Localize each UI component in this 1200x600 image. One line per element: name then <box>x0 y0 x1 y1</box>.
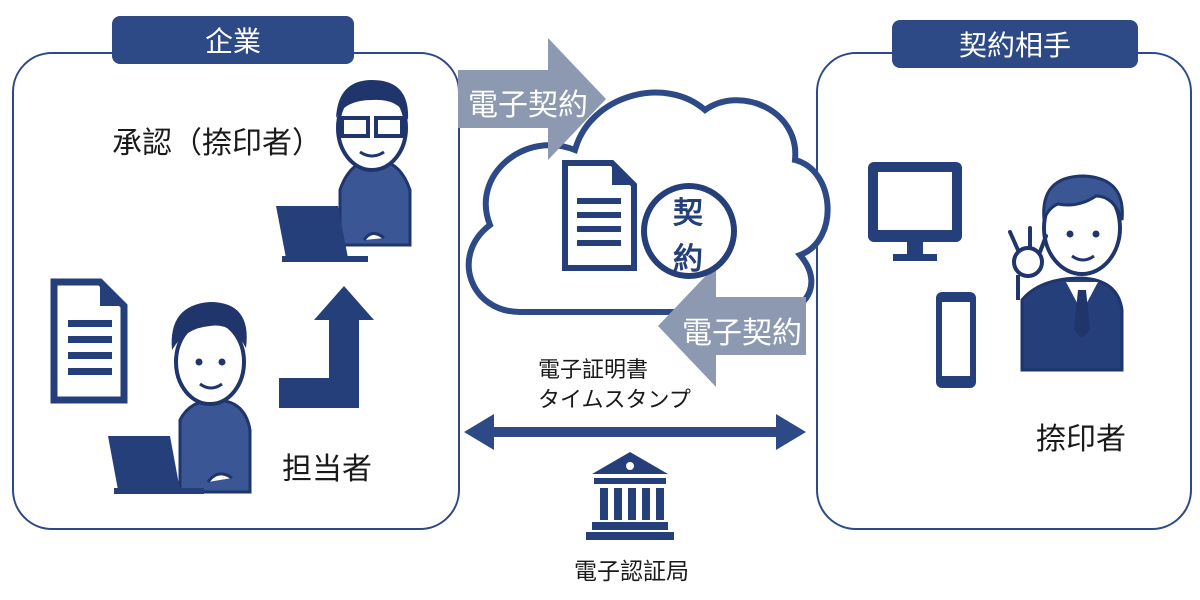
approver-person-icon <box>336 80 412 247</box>
double-arrow-icon <box>464 414 806 450</box>
company-tab: 企業 <box>112 16 354 64</box>
partner-tab: 契約相手 <box>892 20 1138 68</box>
arrow-top-label: 電子契約 <box>468 88 588 123</box>
sealer-person-icon <box>1008 174 1124 372</box>
approver-laptop-icon <box>276 206 368 262</box>
seal-circle-icon <box>641 183 737 279</box>
smartphone-icon <box>936 292 976 388</box>
cloud-document-icon <box>562 160 637 271</box>
monitor-icon <box>868 162 962 261</box>
company-document-icon <box>50 278 128 404</box>
escalate-arrow-icon <box>279 286 374 408</box>
sealer-label: 捺印者 <box>1036 422 1126 457</box>
arrow-top-right <box>458 38 606 160</box>
staff-person-icon <box>171 302 252 494</box>
arrow-bottom-label: 電子契約 <box>682 316 802 351</box>
approver-label: 承認（捺印者） <box>112 126 322 161</box>
partner-panel <box>816 52 1192 530</box>
staff-laptop-icon <box>108 436 204 494</box>
authority-building-icon <box>586 452 674 540</box>
arrow-bottom-left <box>658 265 806 387</box>
seal-char-2: 約 <box>673 242 703 277</box>
exchange-line-1: 電子証明書 <box>538 358 649 383</box>
authority-label: 電子認証局 <box>574 559 689 585</box>
exchange-line-2: タイムスタンプ <box>538 388 691 413</box>
seal-char-1: 契 <box>673 196 703 231</box>
staff-label: 担当者 <box>282 452 372 487</box>
